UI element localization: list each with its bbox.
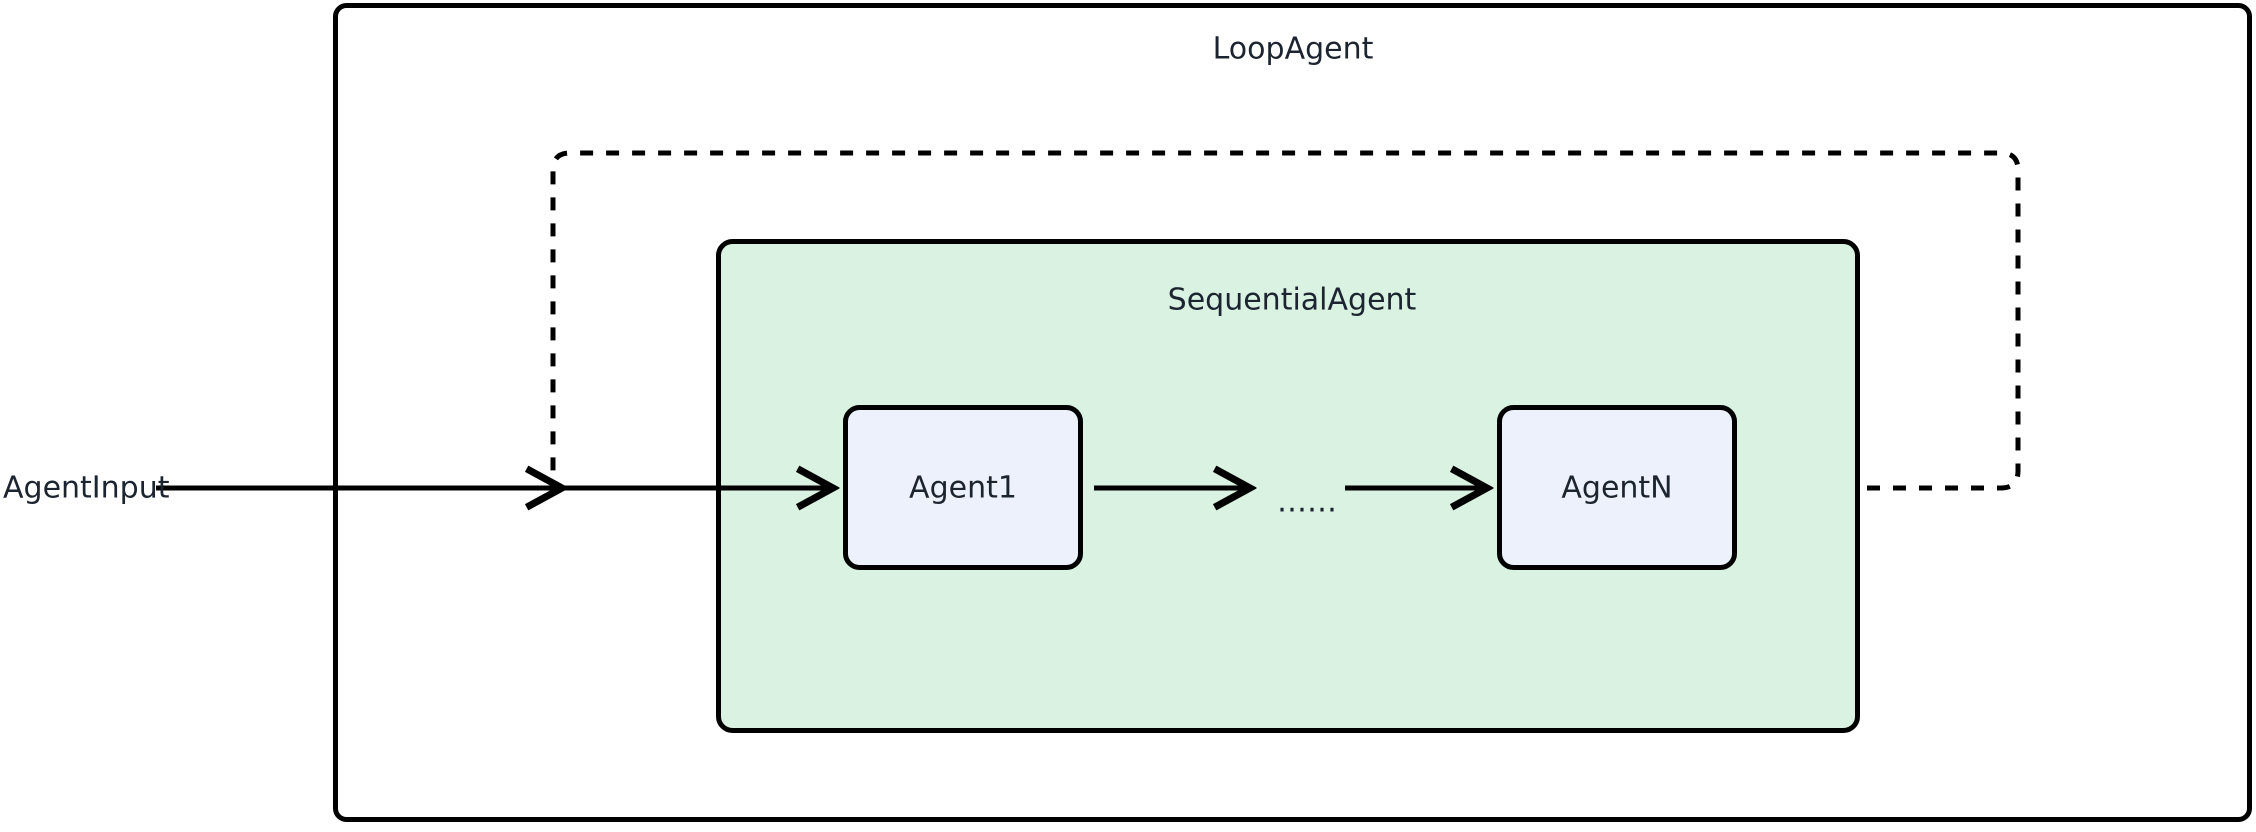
- node-agentn-label: AgentN: [1561, 471, 1672, 506]
- node-agentn[interactable]: [1497, 405, 1737, 570]
- node-agent1-label: Agent1: [909, 471, 1017, 506]
- agent-input-label: AgentInput: [3, 471, 170, 506]
- loop-agent-title: LoopAgent: [1213, 32, 1374, 67]
- sequential-agent-title: SequentialAgent: [1168, 283, 1417, 318]
- ellipsis-label: ……: [1277, 485, 1337, 520]
- node-agent1[interactable]: [843, 405, 1083, 570]
